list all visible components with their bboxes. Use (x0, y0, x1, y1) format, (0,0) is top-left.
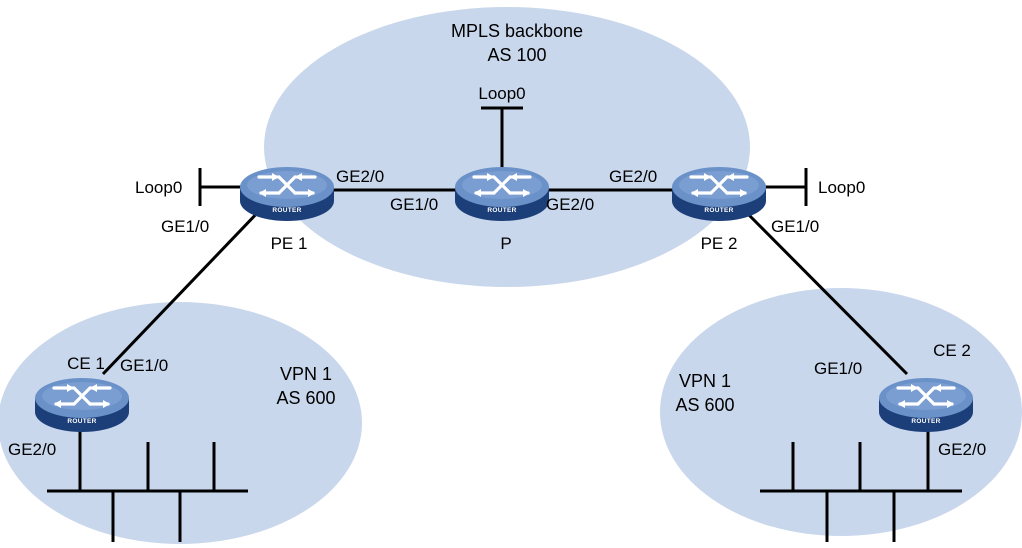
port-ce1-ge1: GE1/0 (120, 356, 168, 375)
backbone-as: AS 100 (487, 45, 546, 65)
router-name-pe1: PE 1 (271, 234, 308, 253)
port-pe1-ge1: GE1/0 (161, 217, 209, 236)
vpn-left-name: VPN 1 (280, 364, 332, 384)
vpn-right-name: VPN 1 (679, 371, 731, 391)
router-name-ce2: CE 2 (933, 341, 971, 360)
router-ce1[interactable]: ROUTER (34, 376, 130, 434)
router-badge: ROUTER (67, 418, 96, 425)
router-badge: ROUTER (487, 207, 516, 214)
router-name-pe2: PE 2 (701, 234, 738, 253)
backbone-title: MPLS backbone (451, 21, 583, 41)
mpls-backbone-area (264, 7, 750, 287)
vpn-right-area (660, 288, 1022, 536)
port-p-ge1: GE1/0 (390, 195, 438, 214)
port-pe2-ge2: GE2/0 (609, 167, 657, 186)
port-p-ge2: GE2/0 (546, 195, 594, 214)
port-ce1-ge2: GE2/0 (8, 440, 56, 459)
router-pe1[interactable]: ROUTER (239, 165, 335, 223)
router-pe2[interactable]: ROUTER (671, 165, 767, 223)
links (47, 106, 962, 542)
port-pe2-loop0: Loop0 (818, 178, 865, 197)
areas (0, 7, 1022, 544)
router-p[interactable]: ROUTER (454, 165, 550, 223)
router-badge: ROUTER (704, 207, 733, 214)
router-badge: ROUTER (911, 418, 940, 425)
link-pe1-ce1 (101, 206, 264, 376)
port-p-loop0: Loop0 (478, 84, 525, 103)
vpn-left-as: AS 600 (276, 388, 335, 408)
vpn-right-as: AS 600 (675, 395, 734, 415)
router-name-p: P (500, 234, 511, 253)
link-pe2-ce2 (740, 206, 909, 376)
router-badge: ROUTER (272, 207, 301, 214)
port-pe1-loop0: Loop0 (135, 178, 182, 197)
router-ce2[interactable]: ROUTER (878, 376, 974, 434)
port-ce2-ge1: GE1/0 (814, 359, 862, 378)
vpn-left-area (0, 302, 362, 544)
port-pe1-ge2: GE2/0 (336, 167, 384, 186)
port-pe2-ge1: GE1/0 (771, 217, 819, 236)
port-ce2-ge2: GE2/0 (938, 440, 986, 459)
router-name-ce1: CE 1 (67, 354, 105, 373)
